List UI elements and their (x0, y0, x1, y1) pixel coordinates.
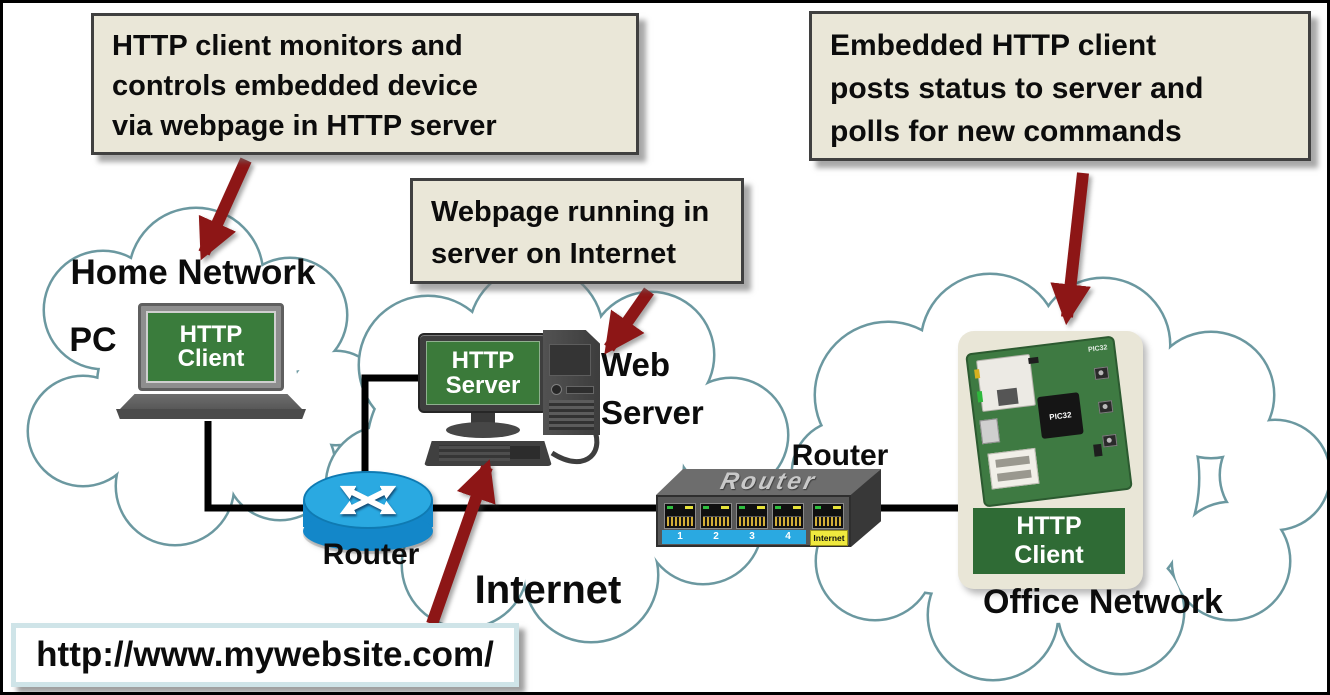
arrow-left-callout-to-home (198, 157, 252, 261)
dip-switch-icon (1097, 400, 1114, 414)
keyboard-keys (439, 445, 510, 461)
ethernet-port-icon (664, 503, 696, 529)
switch-top-face: Router (656, 469, 881, 495)
switch-device-label: Router (717, 468, 820, 495)
switch-front-face: 1 2 3 4 Internet (656, 495, 851, 547)
dip-switch-icon (1093, 366, 1110, 381)
tower-power-button (551, 384, 562, 395)
callout-right: Embedded HTTP client posts status to ser… (809, 11, 1311, 161)
embedded-board-icon: PIC32 PIC32 (965, 335, 1133, 508)
callout-middle: Webpage running in server on Internet (410, 178, 744, 284)
callout-left: HTTP client monitors and controls embedd… (91, 13, 639, 155)
server-tower-icon (543, 330, 600, 435)
port-number-strip: 1 2 3 4 (662, 530, 806, 544)
internet-label: Internet (474, 568, 622, 612)
url-box: http://www.mywebsite.com/ (11, 623, 519, 687)
ethernet-jack-icon (974, 353, 1036, 413)
monitor-base (446, 422, 520, 438)
url-text: http://www.mywebsite.com/ (36, 635, 494, 674)
cisco-arrows-icon (339, 485, 397, 515)
ethernet-port-icon (700, 503, 732, 529)
keyboard-pad (509, 446, 541, 459)
home-router-label: Router (322, 538, 420, 571)
home-router-icon (303, 471, 433, 553)
pic32-chip-icon: PIC32 (1036, 392, 1084, 439)
board-silkscreen-text: PIC32 (1087, 344, 1108, 354)
arrow-middle-callout-to-server (604, 287, 654, 355)
dip-switch-icon (1102, 433, 1118, 448)
ethernet-port-icon (736, 503, 768, 529)
ethernet-port-internet-icon (812, 503, 844, 529)
usb-port-icon (987, 447, 1040, 490)
laptop-deck (120, 394, 302, 409)
pc-label: PC (69, 321, 117, 359)
laptop-base (116, 409, 306, 419)
tower-slot (566, 386, 594, 394)
ethernet-port-icon (772, 503, 804, 529)
keyboard-icon (424, 441, 552, 466)
mini-usb-icon (979, 418, 1001, 445)
home-network-label: Home Network (70, 253, 316, 292)
tower-vents (549, 400, 594, 430)
tower-drive-bay (549, 344, 591, 376)
web-server-label: Web Server (601, 346, 704, 431)
internet-port-label: Internet (810, 530, 848, 546)
arrow-right-callout-to-board (1050, 172, 1091, 326)
office-network-label: Office Network (983, 583, 1223, 621)
office-router-label: Router (791, 439, 889, 472)
